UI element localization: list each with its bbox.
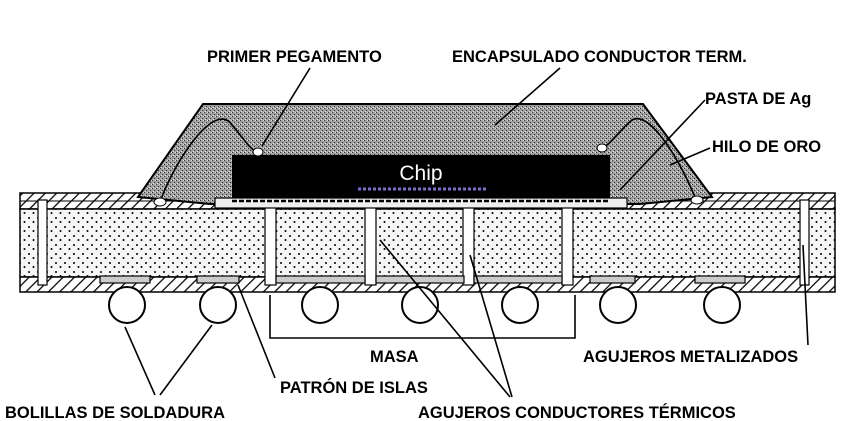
solder-balls	[108, 286, 741, 324]
ag-paste	[214, 197, 628, 209]
label-pasta-ag: PASTA DE Ag	[705, 90, 811, 108]
label-masa: MASA	[370, 348, 419, 366]
label-patron-islas: PATRÓN DE ISLAS	[280, 378, 428, 397]
label-agujeros-metalizados: AGUJEROS METALIZADOS	[583, 348, 798, 366]
ground-bracket	[269, 295, 576, 339]
label-encapsulado: ENCAPSULADO CONDUCTOR TERM.	[452, 48, 747, 66]
label-primer-pegamento: PRIMER PEGAMENTO	[207, 48, 382, 66]
chip	[232, 155, 610, 198]
leader-lines	[124, 67, 809, 398]
land-pattern	[99, 275, 746, 284]
label-bolillas: BOLILLAS DE SOLDADURA	[5, 404, 225, 421]
chip-label: Chip	[399, 162, 442, 185]
label-agujeros-termicos: AGUJEROS CONDUCTORES TÉRMICOS	[418, 403, 736, 421]
label-hilo-oro: HILO DE ORO	[712, 138, 821, 156]
gold-wires	[153, 117, 704, 207]
